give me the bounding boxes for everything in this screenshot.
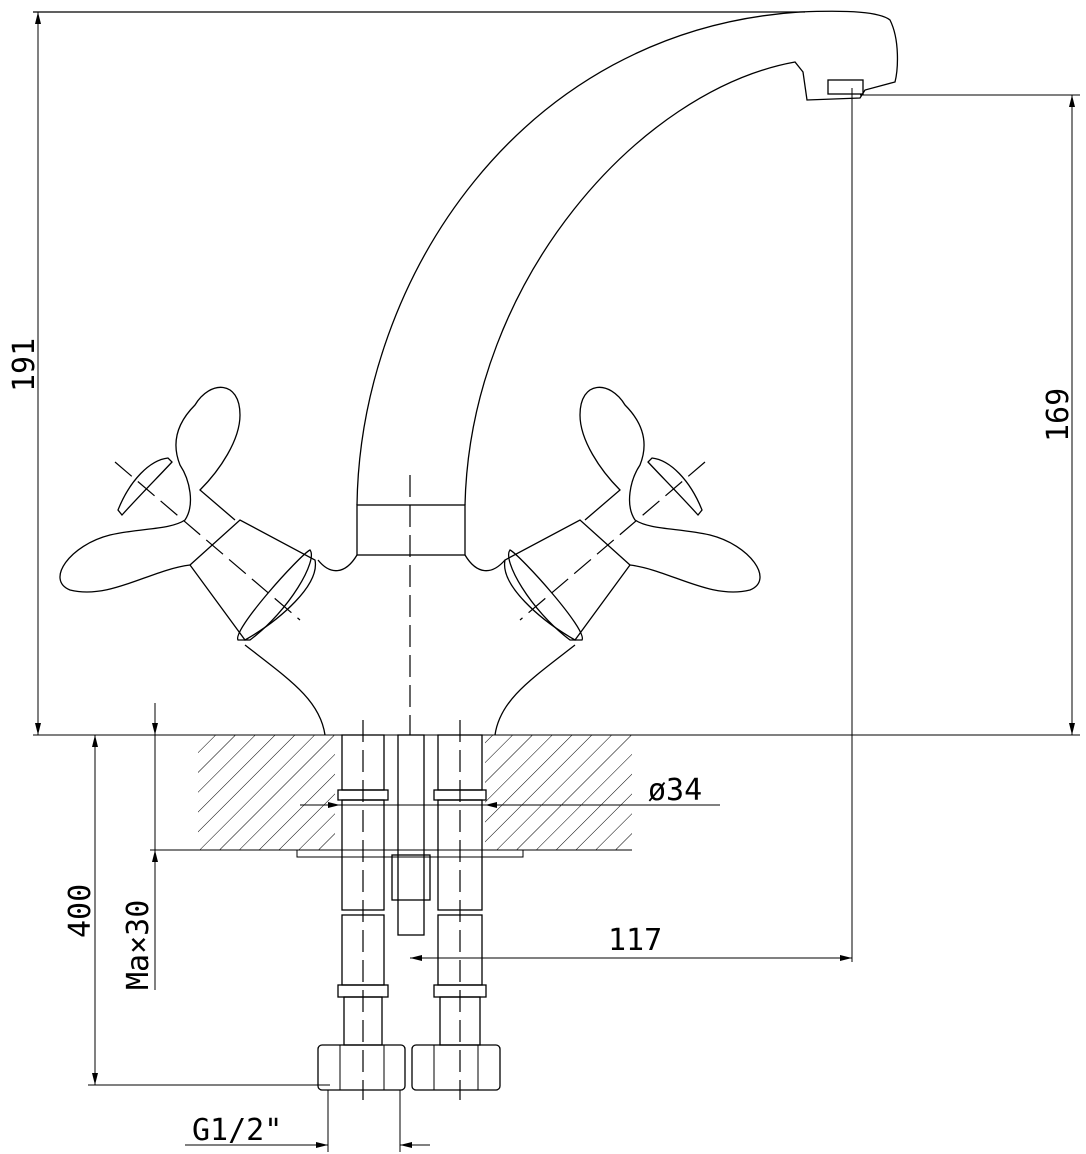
dimension-400: 400: [63, 884, 98, 938]
right-handle: [504, 386, 761, 641]
dimension-lines: [33, 12, 1080, 1152]
spout: [356, 10, 899, 506]
dimension-max-30: Ma×30: [121, 900, 156, 990]
dimension-169: 169: [1041, 388, 1076, 442]
dimension-thread-g1-2: G1/2": [192, 1113, 282, 1148]
left-handle: [59, 386, 316, 641]
dimension-191: 191: [7, 338, 42, 392]
supply-hoses: [317, 720, 501, 1100]
dimension-117: 117: [608, 923, 662, 958]
dimension-diameter-34: ø34: [648, 773, 702, 808]
faucet-body: [244, 475, 576, 736]
countertop-section: [150, 735, 632, 858]
